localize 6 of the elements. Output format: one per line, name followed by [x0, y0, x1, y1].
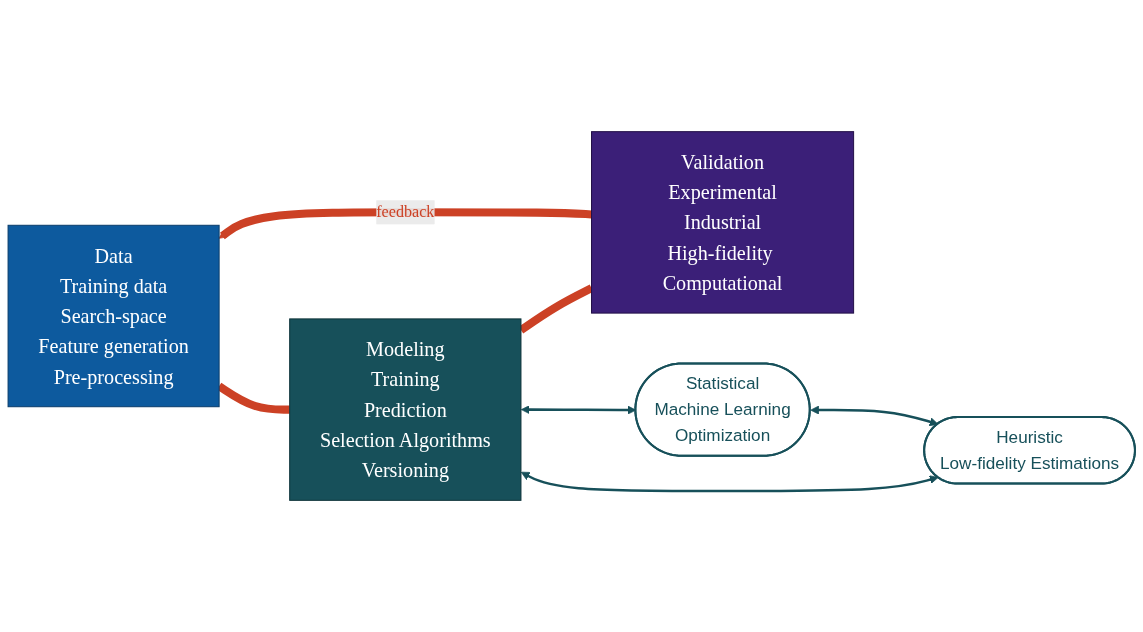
- node-box: Modeling Training Prediction Selection Algorithms Versioning: [289, 318, 522, 501]
- arrow: [810, 405, 939, 427]
- arrow: [520, 471, 939, 493]
- node-box: Validation Experimental Industrial High-fidelity Computational: [591, 131, 855, 314]
- node-box: Data Training data Search-space Feature generation Pre-processing: [7, 224, 220, 408]
- edge-label: feedback: [376, 203, 435, 221]
